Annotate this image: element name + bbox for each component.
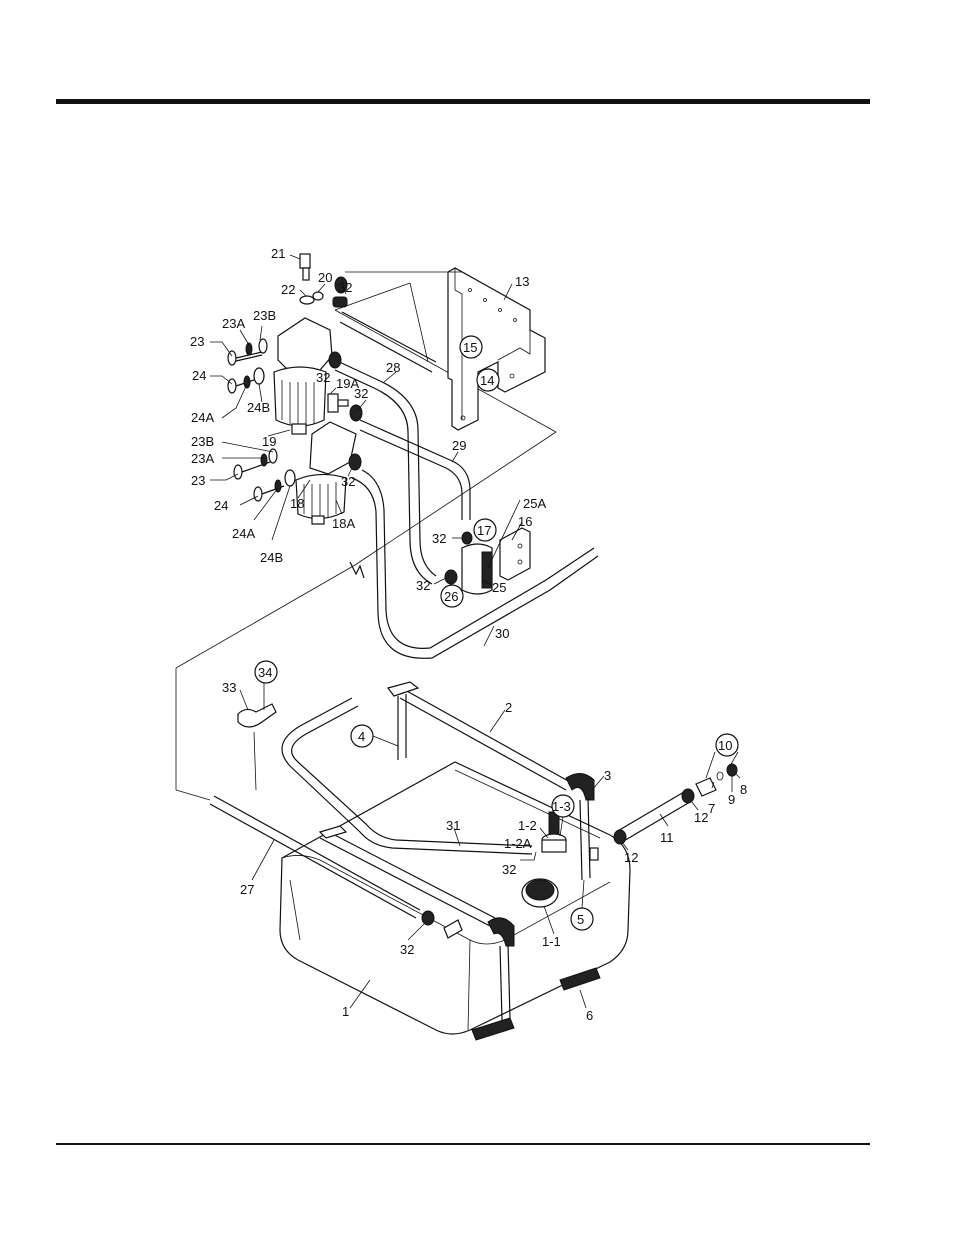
label-12: 12 <box>694 810 708 825</box>
mounting-bracket-13 <box>345 268 545 430</box>
label-34: 34 <box>258 665 272 680</box>
label-32: 32 <box>338 280 352 295</box>
label-32: 32 <box>316 370 330 385</box>
label-6: 6 <box>586 1008 593 1023</box>
label-14: 14 <box>480 373 494 388</box>
label-32: 32 <box>502 862 516 877</box>
label-22: 22 <box>281 282 295 297</box>
label-10: 10 <box>718 738 732 753</box>
label-7: 7 <box>708 801 715 816</box>
label-20: 20 <box>318 270 332 285</box>
label-11: 11 <box>660 830 674 845</box>
label-25: 25 <box>492 580 506 595</box>
label-2: 2 <box>505 700 512 715</box>
label-13: 13 <box>515 274 529 289</box>
label-23: 23 <box>190 334 204 349</box>
label-12: 12 <box>624 850 638 865</box>
label-24: 24 <box>214 498 228 513</box>
label-18A: 18A <box>332 516 355 531</box>
clamp-33 <box>238 704 276 790</box>
label-8: 8 <box>740 782 747 797</box>
label-24: 24 <box>192 368 206 383</box>
label-23A: 23A <box>191 451 214 466</box>
label-32: 32 <box>341 474 355 489</box>
fitting-19A <box>328 394 348 412</box>
label-5: 5 <box>577 912 584 927</box>
label-28: 28 <box>386 360 400 375</box>
label-23B: 23B <box>191 434 214 449</box>
label-31: 31 <box>446 818 460 833</box>
label-16: 16 <box>518 514 532 529</box>
fuel-filter-18 <box>296 422 356 524</box>
label-21: 21 <box>271 246 285 261</box>
label-30: 30 <box>495 626 509 641</box>
label-23B: 23B <box>253 308 276 323</box>
label-1-2A: 1-2A <box>504 836 532 851</box>
label-24A: 24A <box>191 410 214 425</box>
label-1-3: 1-3 <box>552 799 571 814</box>
label-23: 23 <box>191 473 205 488</box>
label-1: 1 <box>342 1004 349 1019</box>
label-29: 29 <box>452 438 466 453</box>
label-19: 19 <box>262 434 276 449</box>
label-25A: 25A <box>523 496 546 511</box>
label-24A: 24A <box>232 526 255 541</box>
label-32: 32 <box>400 942 414 957</box>
label-27: 27 <box>240 882 254 897</box>
fuel-tank-1 <box>280 762 630 1034</box>
label-1-1: 1-1 <box>542 934 561 949</box>
label-32: 32 <box>416 578 430 593</box>
label-32: 32 <box>432 531 446 546</box>
label-24B: 24B <box>260 550 283 565</box>
label-24B: 24B <box>247 400 270 415</box>
label-3: 3 <box>604 768 611 783</box>
hose-11 <box>614 764 737 844</box>
label-1-2: 1-2 <box>518 818 537 833</box>
label-33: 33 <box>222 680 236 695</box>
label-26: 26 <box>444 589 458 604</box>
label-15: 15 <box>463 340 477 355</box>
label-4: 4 <box>358 729 365 744</box>
tank-cap-1-1 <box>522 879 558 907</box>
label-9: 9 <box>728 792 735 807</box>
label-17: 17 <box>477 523 491 538</box>
label-32: 32 <box>354 386 368 401</box>
label-18: 18 <box>290 496 304 511</box>
label-23A: 23A <box>222 316 245 331</box>
break-symbol <box>350 562 364 578</box>
